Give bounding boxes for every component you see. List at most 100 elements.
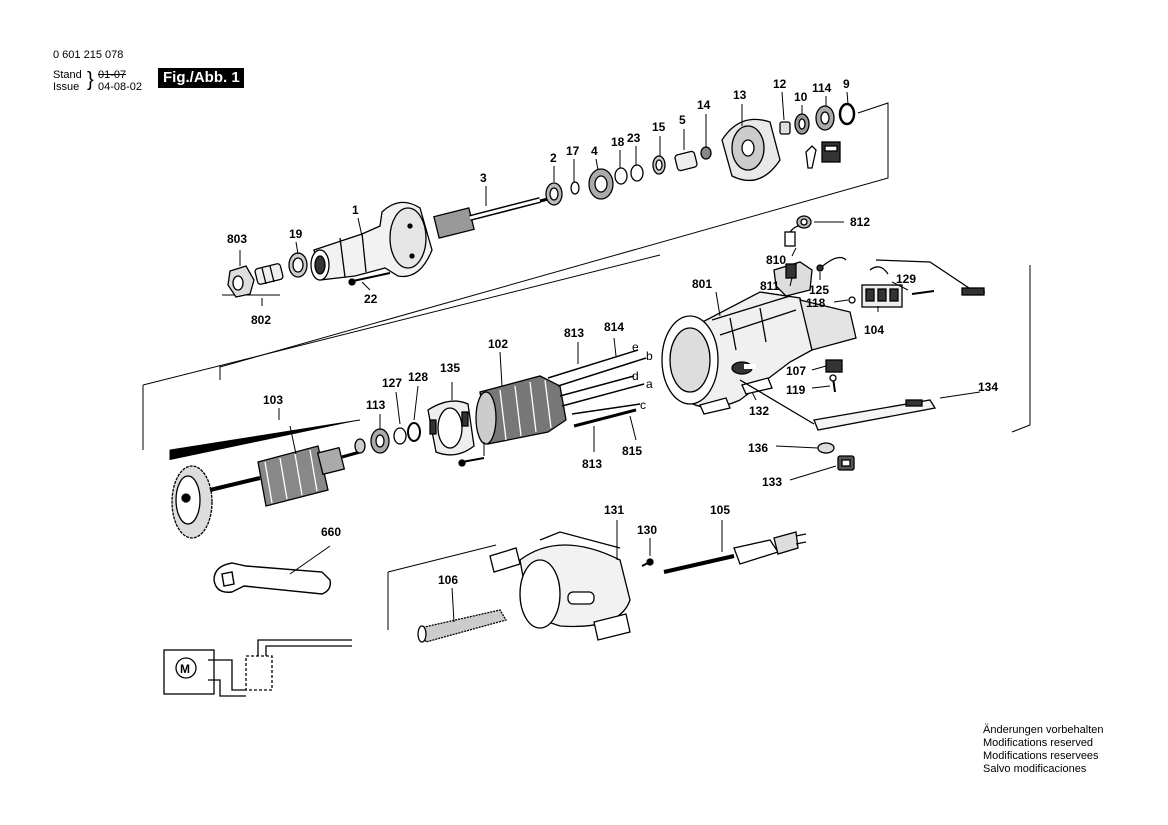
switch-104-icon	[861, 266, 903, 308]
knob-133-icon	[837, 455, 855, 471]
part-133-label: 133	[762, 475, 782, 489]
wiring-schematic	[163, 639, 352, 697]
part-118-label: 118	[806, 296, 826, 310]
issue-date: 04-08-02	[98, 81, 143, 93]
spindle-3-icon	[433, 195, 557, 239]
disclaimer-line-es: Salvo modificaciones	[983, 763, 1087, 775]
circlip-9-icon	[838, 102, 856, 126]
screw-22-icon	[348, 272, 391, 286]
sleeve-5-icon	[674, 150, 698, 172]
part-814-label: 814	[604, 320, 624, 334]
disclaimer-line-de: Änderungen vorbehalten	[983, 724, 1104, 736]
collet-802-icon	[254, 263, 284, 285]
wire-125-icon	[816, 256, 847, 272]
document-number: 0 601 215 078	[53, 49, 124, 61]
part-811-label: 811	[760, 279, 780, 293]
handle-106-icon	[417, 609, 507, 643]
disclaimer-block: Änderungen vorbehalten Modifications res…	[983, 724, 1103, 776]
wrench-660-icon	[213, 562, 332, 595]
spring-812-icon	[796, 215, 812, 229]
housing-131-icon	[519, 531, 631, 629]
part-19-label: 19	[289, 227, 303, 241]
part-15-label: 15	[652, 120, 666, 134]
part-23-label: 23	[627, 131, 641, 145]
part-131-label: 131	[604, 503, 624, 517]
ring-17-icon	[570, 181, 580, 195]
leader-lines	[169, 91, 981, 623]
part-136-label: 136	[748, 441, 768, 455]
part-4-label: 4	[591, 144, 598, 158]
bearing-113-icon	[370, 428, 390, 454]
washer-136-icon	[817, 442, 835, 454]
screw-130-icon	[641, 558, 654, 567]
wire-letter-b: b	[646, 349, 653, 363]
stator-102-icon	[475, 375, 567, 445]
part-813-lower-label: 813	[582, 457, 602, 471]
wire-letter-e: e	[632, 340, 639, 354]
washer-18-icon	[614, 167, 628, 185]
part-2-label: 2	[550, 151, 557, 165]
part-113-label: 113	[366, 398, 386, 412]
part-119-label: 119	[786, 383, 806, 397]
stand-date: 01-07	[98, 69, 127, 81]
part-812-label: 812	[850, 215, 870, 229]
wire-letter-d: d	[632, 369, 639, 383]
part-801-label: 801	[692, 277, 712, 291]
disclaimer-line-fr: Modifications reservees	[983, 750, 1099, 762]
part-130-label: 130	[637, 523, 657, 537]
nut-803-icon	[227, 265, 255, 298]
part-802-label: 802	[251, 313, 271, 327]
lever-134-icon	[739, 379, 937, 431]
part-815-label: 815	[622, 444, 642, 458]
part-803-label: 803	[227, 232, 247, 246]
part-104-label: 104	[864, 323, 884, 337]
disclaimer-line-en: Modifications reserved	[983, 737, 1094, 749]
part-18-label: 18	[611, 135, 625, 149]
part-3-label: 3	[480, 171, 487, 185]
part-106-label: 106	[438, 573, 458, 587]
washer-23-icon	[630, 164, 644, 182]
wire-letter-c: c	[640, 398, 646, 412]
plate-107-icon	[825, 359, 843, 373]
part-1-label: 1	[352, 203, 359, 217]
part-102-label: 102	[488, 337, 508, 351]
key-small-icon	[805, 141, 841, 169]
cable-clamp-icon	[875, 259, 985, 296]
part-810-label: 810	[766, 253, 786, 267]
part-114-label: 114	[812, 81, 832, 95]
part-660-label: 660	[321, 525, 341, 539]
part-103-label: 103	[263, 393, 283, 407]
motor-symbol: M	[180, 662, 190, 676]
wire-set-813-icon	[547, 349, 647, 428]
part-13-label: 13	[733, 88, 747, 102]
bearing-4-icon	[588, 168, 614, 200]
screw-119-icon	[829, 374, 837, 393]
part-134-label: 134	[978, 380, 998, 394]
part-17-label: 17	[566, 144, 580, 158]
part-132-label: 132	[749, 404, 769, 418]
part-128-label: 128	[408, 370, 428, 384]
bearing-10-icon	[794, 113, 810, 135]
washer-127-icon	[393, 427, 407, 445]
fan-103-icon	[171, 465, 213, 539]
issue-label: Issue	[53, 81, 80, 93]
stand-label: Stand	[53, 69, 82, 81]
part-9-label: 9	[843, 77, 850, 91]
figure-badge: Fig./Abb. 1	[158, 68, 244, 88]
bearing-2-icon	[545, 182, 563, 206]
part-10-label: 10	[794, 90, 808, 104]
wire-letter-a: a	[646, 377, 653, 391]
cover-13-icon	[721, 118, 781, 181]
part-105-label: 105	[710, 503, 730, 517]
part-127-label: 127	[382, 376, 402, 390]
part-813-upper-label: 813	[564, 326, 584, 340]
part-5-label: 5	[679, 113, 686, 127]
ring-128-icon	[407, 422, 421, 442]
part-107-label: 107	[786, 364, 806, 378]
screw-129-icon	[911, 290, 935, 295]
part-129-label: 129	[896, 272, 916, 286]
plug-12-icon	[779, 121, 791, 135]
assembly-frame-lines	[142, 102, 1031, 630]
power-cord-105-icon	[663, 531, 807, 574]
